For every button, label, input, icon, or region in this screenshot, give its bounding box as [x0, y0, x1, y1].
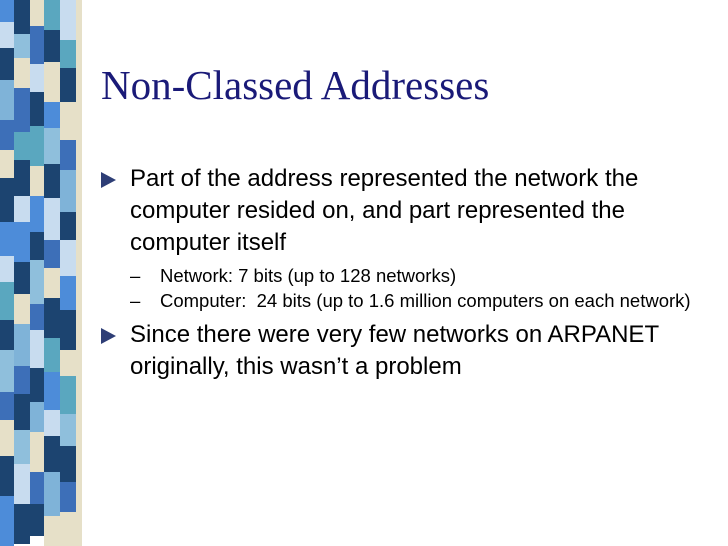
sub-bullet-list: – Network: 7 bits (up to 128 networks) –… — [130, 263, 701, 313]
dash-icon: – — [130, 290, 141, 311]
dash-icon: – — [130, 265, 141, 286]
slide-title: Non-Classed Addresses — [101, 62, 490, 108]
bullet-text: Part of the address represented the netw… — [130, 165, 639, 256]
bullet-list: Part of the address represented the netw… — [101, 163, 701, 383]
sub-bullet-item: – Computer: 24 bits (up to 1.6 million c… — [130, 288, 701, 313]
stripe-column — [0, 0, 14, 546]
sub-bullet-text: Computer: 24 bits (up to 1.6 million com… — [160, 290, 691, 311]
stripe-column — [60, 0, 76, 546]
bullet-text: Since there were very few networks on AR… — [130, 321, 659, 380]
sub-bullet-item: – Network: 7 bits (up to 128 networks) — [130, 263, 701, 288]
bullet-item: Part of the address represented the netw… — [101, 163, 701, 313]
stripe-column — [30, 0, 44, 536]
stripe-divider — [76, 0, 82, 546]
stripe-column — [14, 0, 30, 544]
bullet-arrow-icon — [101, 328, 116, 344]
stripe-column — [44, 0, 60, 546]
decorative-stripe-panel — [0, 0, 82, 546]
bullet-item: Since there were very few networks on AR… — [101, 319, 701, 383]
sub-bullet-text: Network: 7 bits (up to 128 networks) — [160, 265, 457, 286]
bullet-arrow-icon — [101, 172, 116, 188]
